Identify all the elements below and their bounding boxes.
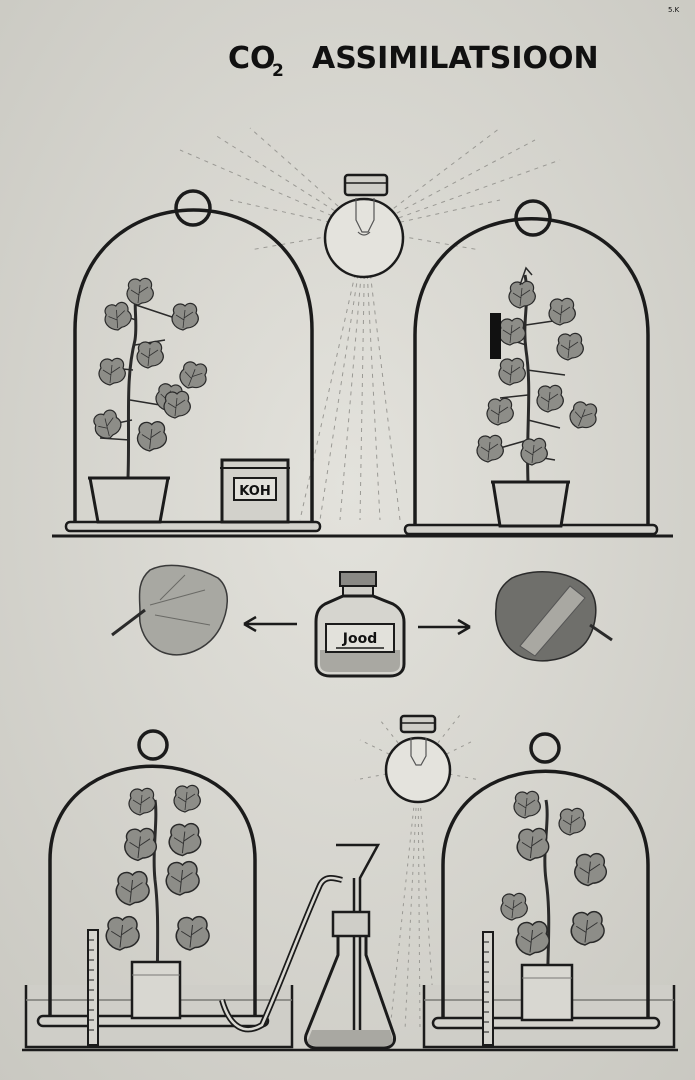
light-bulb-bottom-icon — [384, 714, 452, 804]
koh-label: KOH — [239, 484, 270, 499]
flask-with-funnel — [304, 843, 396, 1050]
arrow-right-icon — [418, 618, 471, 636]
plant-top-right — [476, 266, 601, 483]
flower-pot-top-right — [491, 480, 570, 528]
leaf-result-left — [111, 564, 228, 656]
graduated-scale-right — [482, 931, 494, 1046]
title-group: CO 2 ASSIMILATSIOON — [228, 41, 599, 81]
leaf-result-right — [494, 571, 613, 662]
koh-container: KOH — [220, 458, 290, 524]
water-beaker-bottom-left — [130, 960, 182, 1020]
title-prefix: CO — [228, 41, 276, 76]
gas-tube — [219, 875, 343, 1033]
corner-mark: 5.K — [668, 6, 680, 14]
arrow-left-icon — [243, 615, 297, 633]
foil-strip — [490, 313, 501, 359]
bell-jar-top-left — [64, 189, 322, 533]
iodine-bottle: Jood — [314, 571, 406, 678]
light-bulb-top-icon — [323, 173, 405, 279]
jood-label: Jood — [342, 631, 377, 647]
graduated-scale-left — [87, 929, 99, 1046]
bell-jar-top-right — [403, 199, 659, 536]
title-subscript: 2 — [272, 61, 284, 81]
plant-top-left — [89, 277, 211, 479]
flower-pot-top-left — [88, 476, 170, 524]
water-beaker-bottom-right — [520, 963, 574, 1022]
title-word: ASSIMILATSIOON — [312, 41, 599, 76]
